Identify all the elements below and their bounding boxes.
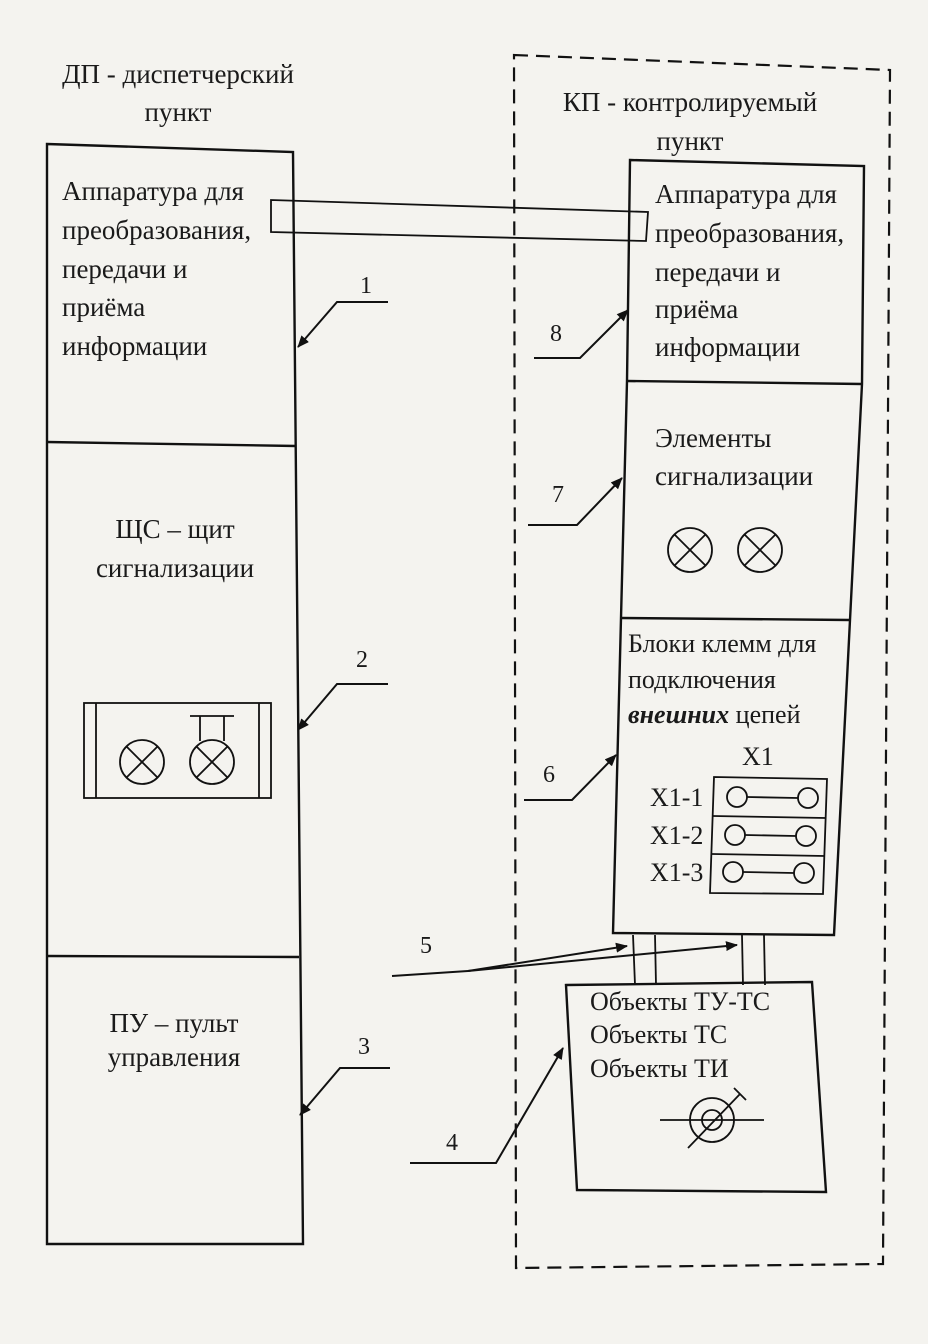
kp-boundary — [512, 53, 892, 1270]
kp-terminal-blocks: Блоки клемм для подключения внешних цепе… — [628, 629, 828, 895]
dp-block2-line2: сигнализации — [96, 553, 254, 583]
communication-channel — [270, 199, 649, 242]
callout-4: 4 — [410, 1047, 564, 1164]
screw-icon — [797, 787, 819, 809]
terminal-label: X1-3 — [650, 858, 703, 887]
kp-block3-line2: подключения — [628, 665, 776, 694]
terminal-x1-2: X1-2 — [650, 821, 817, 850]
dp-block3-line1: ПУ – пульт — [110, 1008, 239, 1038]
callout-3: 3 — [299, 1034, 390, 1116]
objects-line1: Объекты ТУ-ТС — [590, 987, 770, 1016]
lamp-icon — [667, 527, 713, 573]
callout-5: 5 — [391, 933, 738, 977]
terminal-label: X1-1 — [650, 783, 703, 812]
callout-number: 8 — [550, 321, 562, 347]
kp-block1-line4: приёма — [655, 294, 738, 324]
screw-icon — [724, 824, 746, 846]
kp-block1-line1: Аппаратура для — [655, 179, 837, 209]
dp-block1-line2: преобразования, — [62, 215, 251, 245]
terminal-block-label: X1 — [742, 742, 774, 771]
kp-block3-line3-rest: цепей — [729, 700, 800, 729]
screw-icon — [726, 786, 748, 808]
kp-column — [611, 158, 866, 937]
kp-transfer-equipment-block: Аппаратура для преобразования, передачи … — [655, 179, 844, 362]
dp-block3-line2: управления — [108, 1042, 241, 1072]
terminal-label: X1-2 — [650, 821, 703, 850]
objects-box-outline — [564, 980, 828, 1194]
screw-icon — [795, 825, 817, 847]
dp-block2-line1: ЩС – щит — [115, 514, 234, 544]
kp-block3-line1: Блоки клемм для — [628, 629, 816, 658]
callout-number: 2 — [356, 647, 368, 673]
objects-line2: Объекты ТС — [590, 1020, 727, 1049]
dp-block1-line4: приёма — [62, 292, 145, 322]
callout-number: 4 — [446, 1130, 458, 1156]
dp-signal-panel-block: ЩС – щит сигнализации — [83, 514, 272, 799]
signal-panel-device — [83, 702, 272, 799]
dp-transfer-equipment-block: Аппаратура для преобразования, передачи … — [62, 176, 251, 361]
terminal-x1-1: X1-1 — [650, 783, 819, 812]
dp-block1-line1: Аппаратура для — [62, 176, 244, 206]
kp-signal-elements-block: Элементы сигнализации — [655, 423, 813, 573]
field-objects-block: Объекты ТУ-ТС Объекты ТС Объекты ТИ — [564, 980, 828, 1194]
dp-title-line1: ДП - диспетчерский — [62, 59, 294, 89]
kp-block1-line2: преобразования, — [655, 218, 844, 248]
lamp-icon — [119, 739, 165, 785]
dp-title-line2: пункт — [145, 97, 212, 127]
callout-number: 6 — [543, 762, 555, 788]
terminal-strip — [709, 776, 828, 895]
objects-line3: Объекты ТИ — [590, 1054, 729, 1083]
callout-6: 6 — [524, 754, 617, 801]
screw-icon — [722, 861, 744, 883]
callout-number: 1 — [360, 273, 372, 299]
callout-2: 2 — [297, 647, 388, 731]
dp-divider-2 — [46, 954, 300, 959]
lamp-icon — [737, 527, 783, 573]
dp-divider-1 — [46, 440, 297, 448]
kp-block3-line3-emphasis: внешних — [628, 700, 729, 729]
measuring-sensor-icon — [660, 1087, 764, 1149]
dp-column — [45, 142, 305, 1246]
lamp-with-button-icon — [189, 715, 235, 785]
kp-title-line1: КП - контролируемый — [563, 87, 817, 117]
kp-block3-line3: внешних цепей — [628, 700, 801, 729]
cable-bundles — [632, 934, 766, 986]
dp-block1-line5: информации — [62, 331, 207, 361]
kp-column-outline — [611, 158, 866, 937]
callout-number: 7 — [552, 482, 564, 508]
kp-block2-line1: Элементы — [655, 423, 771, 453]
callout-8: 8 — [534, 309, 629, 359]
kp-block1-line3: передачи и — [655, 257, 780, 287]
kp-block2-line2: сигнализации — [655, 461, 813, 491]
kp-divider-1 — [626, 379, 863, 386]
kp-block1-line5: информации — [655, 332, 800, 362]
kp-title-line2: пункт — [657, 126, 724, 156]
callout-number: 5 — [420, 933, 432, 959]
terminal-x1-3: X1-3 — [650, 858, 815, 887]
dp-block1-line3: передачи и — [62, 254, 187, 284]
callout-1: 1 — [297, 273, 388, 348]
dp-control-panel-block: ПУ – пульт управления — [108, 1008, 241, 1072]
kp-divider-2 — [620, 616, 851, 622]
dp-column-outline — [45, 142, 305, 1246]
callout-7: 7 — [528, 477, 623, 526]
screw-icon — [793, 862, 815, 884]
callout-number: 3 — [358, 1034, 370, 1060]
